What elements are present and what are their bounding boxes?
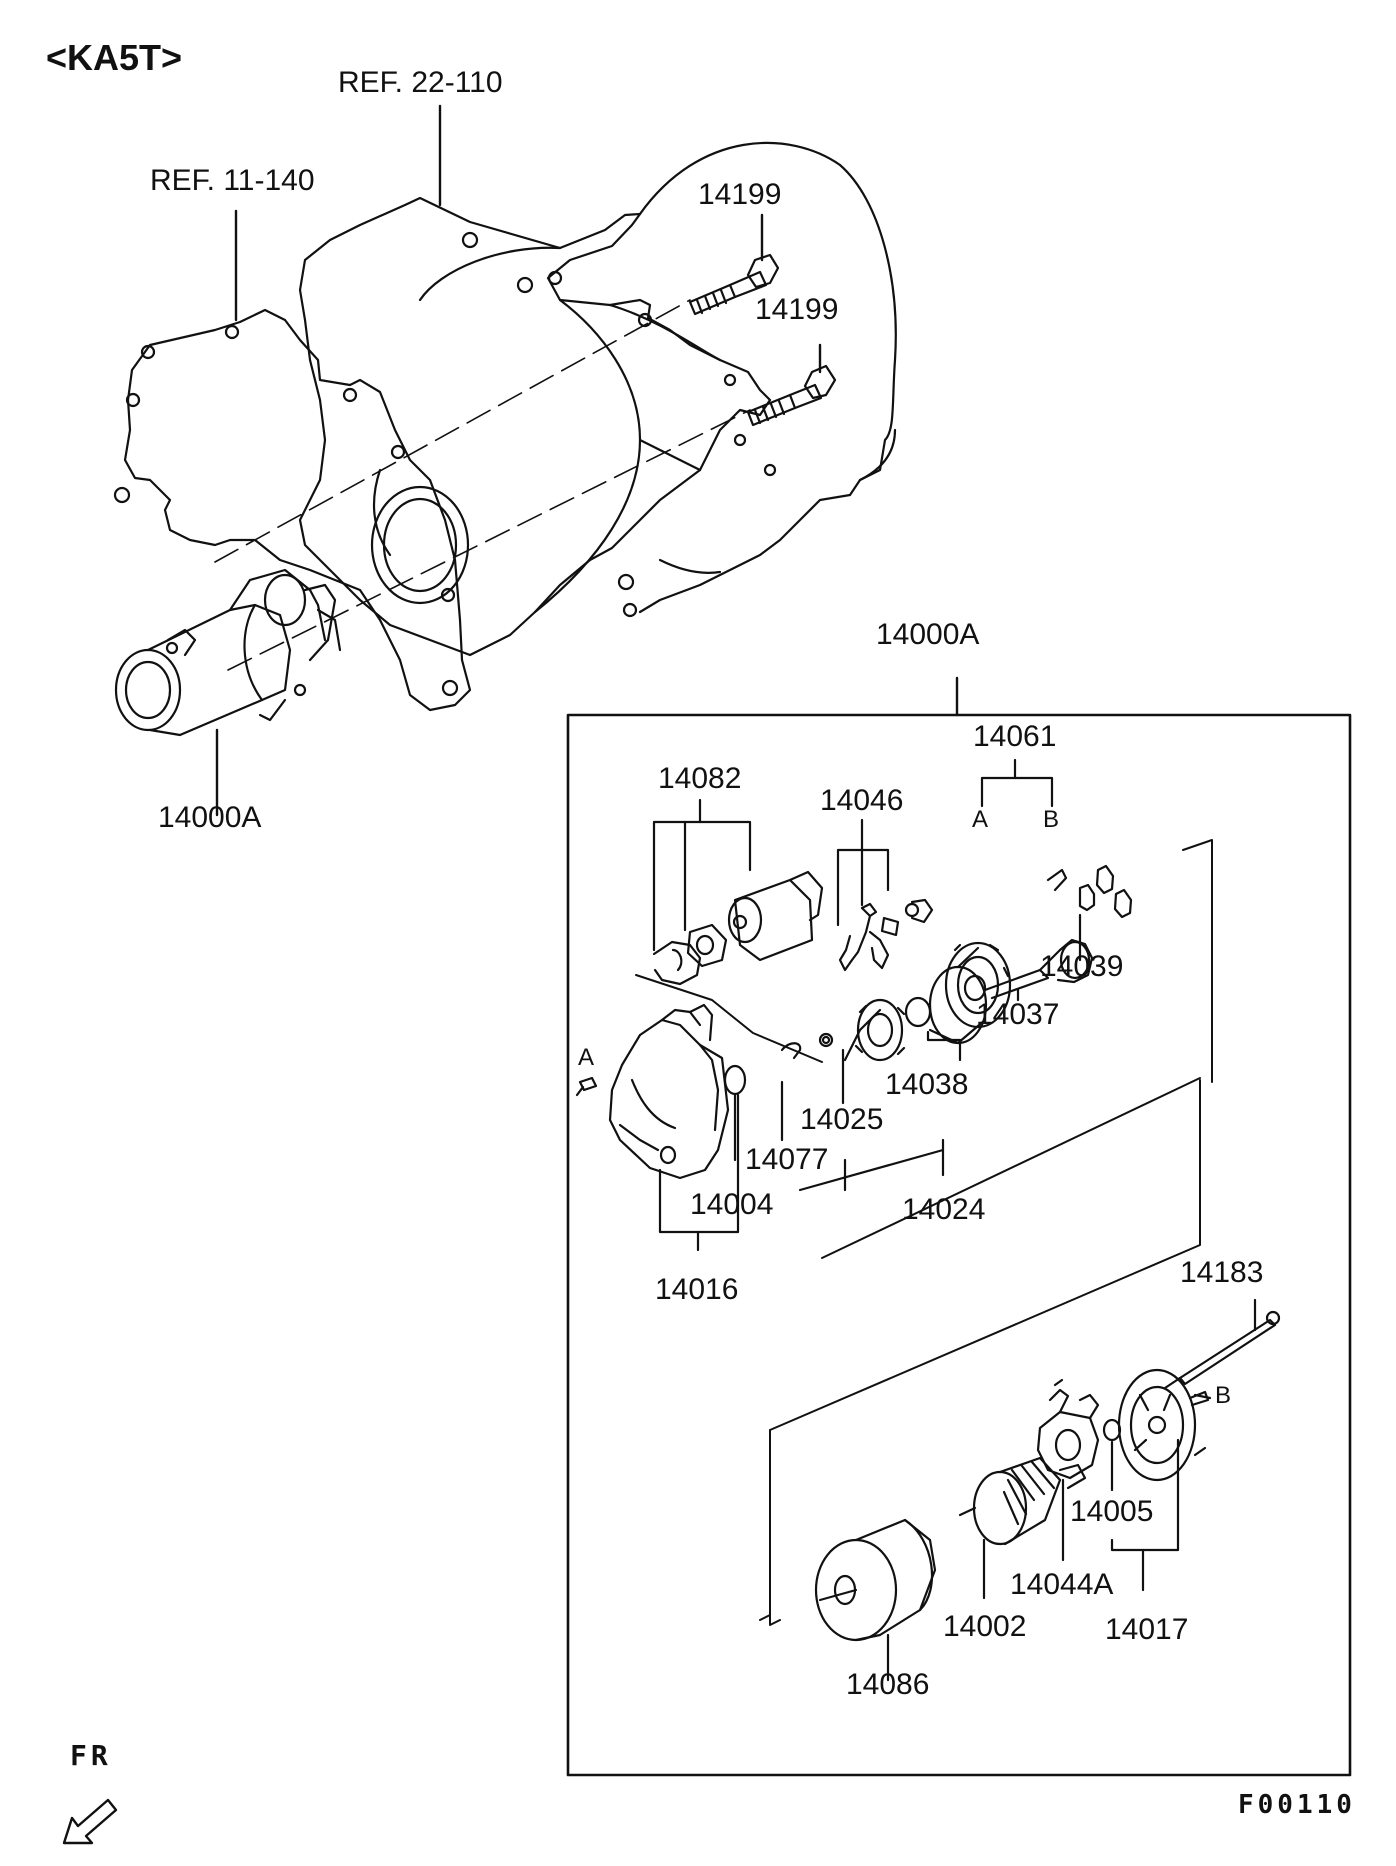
callout-14077: 14077 xyxy=(745,1143,829,1176)
starter-motor-assembled xyxy=(116,570,340,735)
callout-14038: 14038 xyxy=(885,1068,969,1101)
callout-14025: 14025 xyxy=(800,1103,884,1136)
callout-14024: 14024 xyxy=(902,1193,986,1226)
callout-14000a-kit: 14000A xyxy=(876,618,980,651)
callout-14039: 14039 xyxy=(1040,950,1124,983)
callout-14183-b: B xyxy=(1215,1382,1232,1409)
callout-14061-b: B xyxy=(1043,806,1060,833)
callout-14199-upper: 14199 xyxy=(698,178,782,211)
explode-bracket-upper xyxy=(636,840,1212,1258)
brush-holder xyxy=(1038,1380,1098,1478)
kit-box xyxy=(568,715,1350,1775)
yoke xyxy=(816,1520,935,1640)
callout-14082: 14082 xyxy=(658,762,742,795)
callout-14004: 14004 xyxy=(690,1188,774,1221)
armature xyxy=(960,1458,1085,1544)
callout-14086: 14086 xyxy=(846,1668,930,1701)
explode-bracket-lower xyxy=(760,1080,1200,1625)
callout-14183: 14183 xyxy=(1180,1256,1264,1289)
callout-14002: 14002 xyxy=(943,1610,1027,1643)
lever-group xyxy=(840,900,932,970)
shaft-group xyxy=(985,866,1131,998)
front-arrow-icon xyxy=(64,1800,116,1843)
transmission-housing xyxy=(300,143,896,655)
callout-14037: 14037 xyxy=(976,998,1060,1031)
adapter-plate xyxy=(115,310,470,710)
ref-11-140: REF. 11-140 xyxy=(150,164,315,197)
leaders-top xyxy=(217,106,957,815)
ref-22-110: REF. 22-110 xyxy=(338,66,503,99)
bolt-upper xyxy=(690,255,778,314)
callout-14016-a: A xyxy=(578,1044,595,1071)
callout-14005: 14005 xyxy=(1070,1495,1154,1528)
figure-code: F00110 xyxy=(1238,1790,1356,1820)
model-code: <KA5T> xyxy=(46,37,183,78)
front-housing xyxy=(577,1005,745,1178)
rear-bracket xyxy=(1104,1370,1210,1480)
callout-14044a: 14044A xyxy=(1010,1568,1114,1601)
bolt-lower xyxy=(748,366,835,425)
front-orientation-label: FR xyxy=(70,1739,112,1772)
callout-14061-a: A xyxy=(972,806,989,833)
callout-14017: 14017 xyxy=(1105,1613,1189,1646)
solenoid-group xyxy=(654,872,822,984)
callout-14000a-assembled: 14000A xyxy=(158,801,262,834)
leaders-kit xyxy=(654,760,1255,1680)
callout-14061: 14061 xyxy=(973,720,1057,753)
callout-14046: 14046 xyxy=(820,784,904,817)
mounting-centerlines xyxy=(215,300,750,670)
callout-14199-lower: 14199 xyxy=(755,293,839,326)
through-bolt xyxy=(1165,1312,1279,1388)
clutch-gear-group xyxy=(782,943,1010,1060)
callout-14016: 14016 xyxy=(655,1273,739,1306)
